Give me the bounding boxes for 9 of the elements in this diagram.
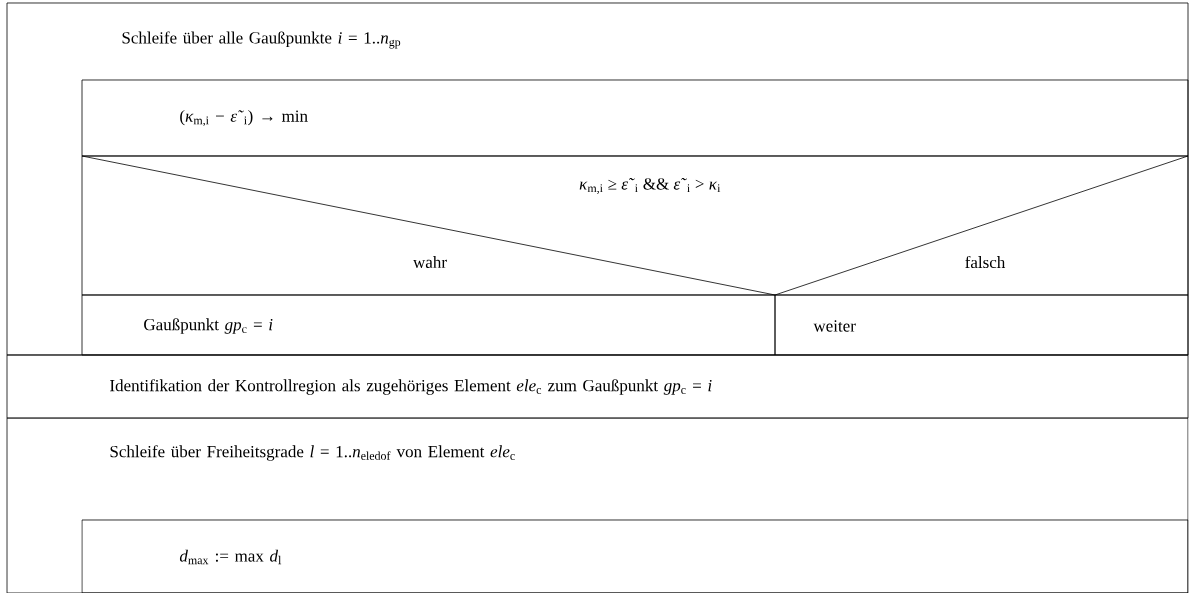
decision-block xyxy=(81,155,1189,296)
branch-label: wahr xyxy=(413,256,447,268)
statement-box: Identifikation der Kontrollregion als zugehöriges Element ele$_{c}$ zum Gaußpunkt gp$_{c}$ = i xyxy=(6,354,1189,419)
statement-box: d$_{max}$ := max d$_{l}$ xyxy=(81,519,1189,593)
statement-box: (κ$_{m,i}$ − ε̃$_{i}$) → min xyxy=(81,79,1189,157)
statement-box: Gaußpunkt gp$_{c}$ = i xyxy=(81,294,776,356)
condition-text: κ$_{m,i}$ ≥ ε̃$_{i}$ && ε̃$_{i}$ > κ$_{i}$ xyxy=(579,178,721,194)
statement-box: weiter xyxy=(774,294,1189,356)
branch-label: falsch xyxy=(965,255,1006,269)
